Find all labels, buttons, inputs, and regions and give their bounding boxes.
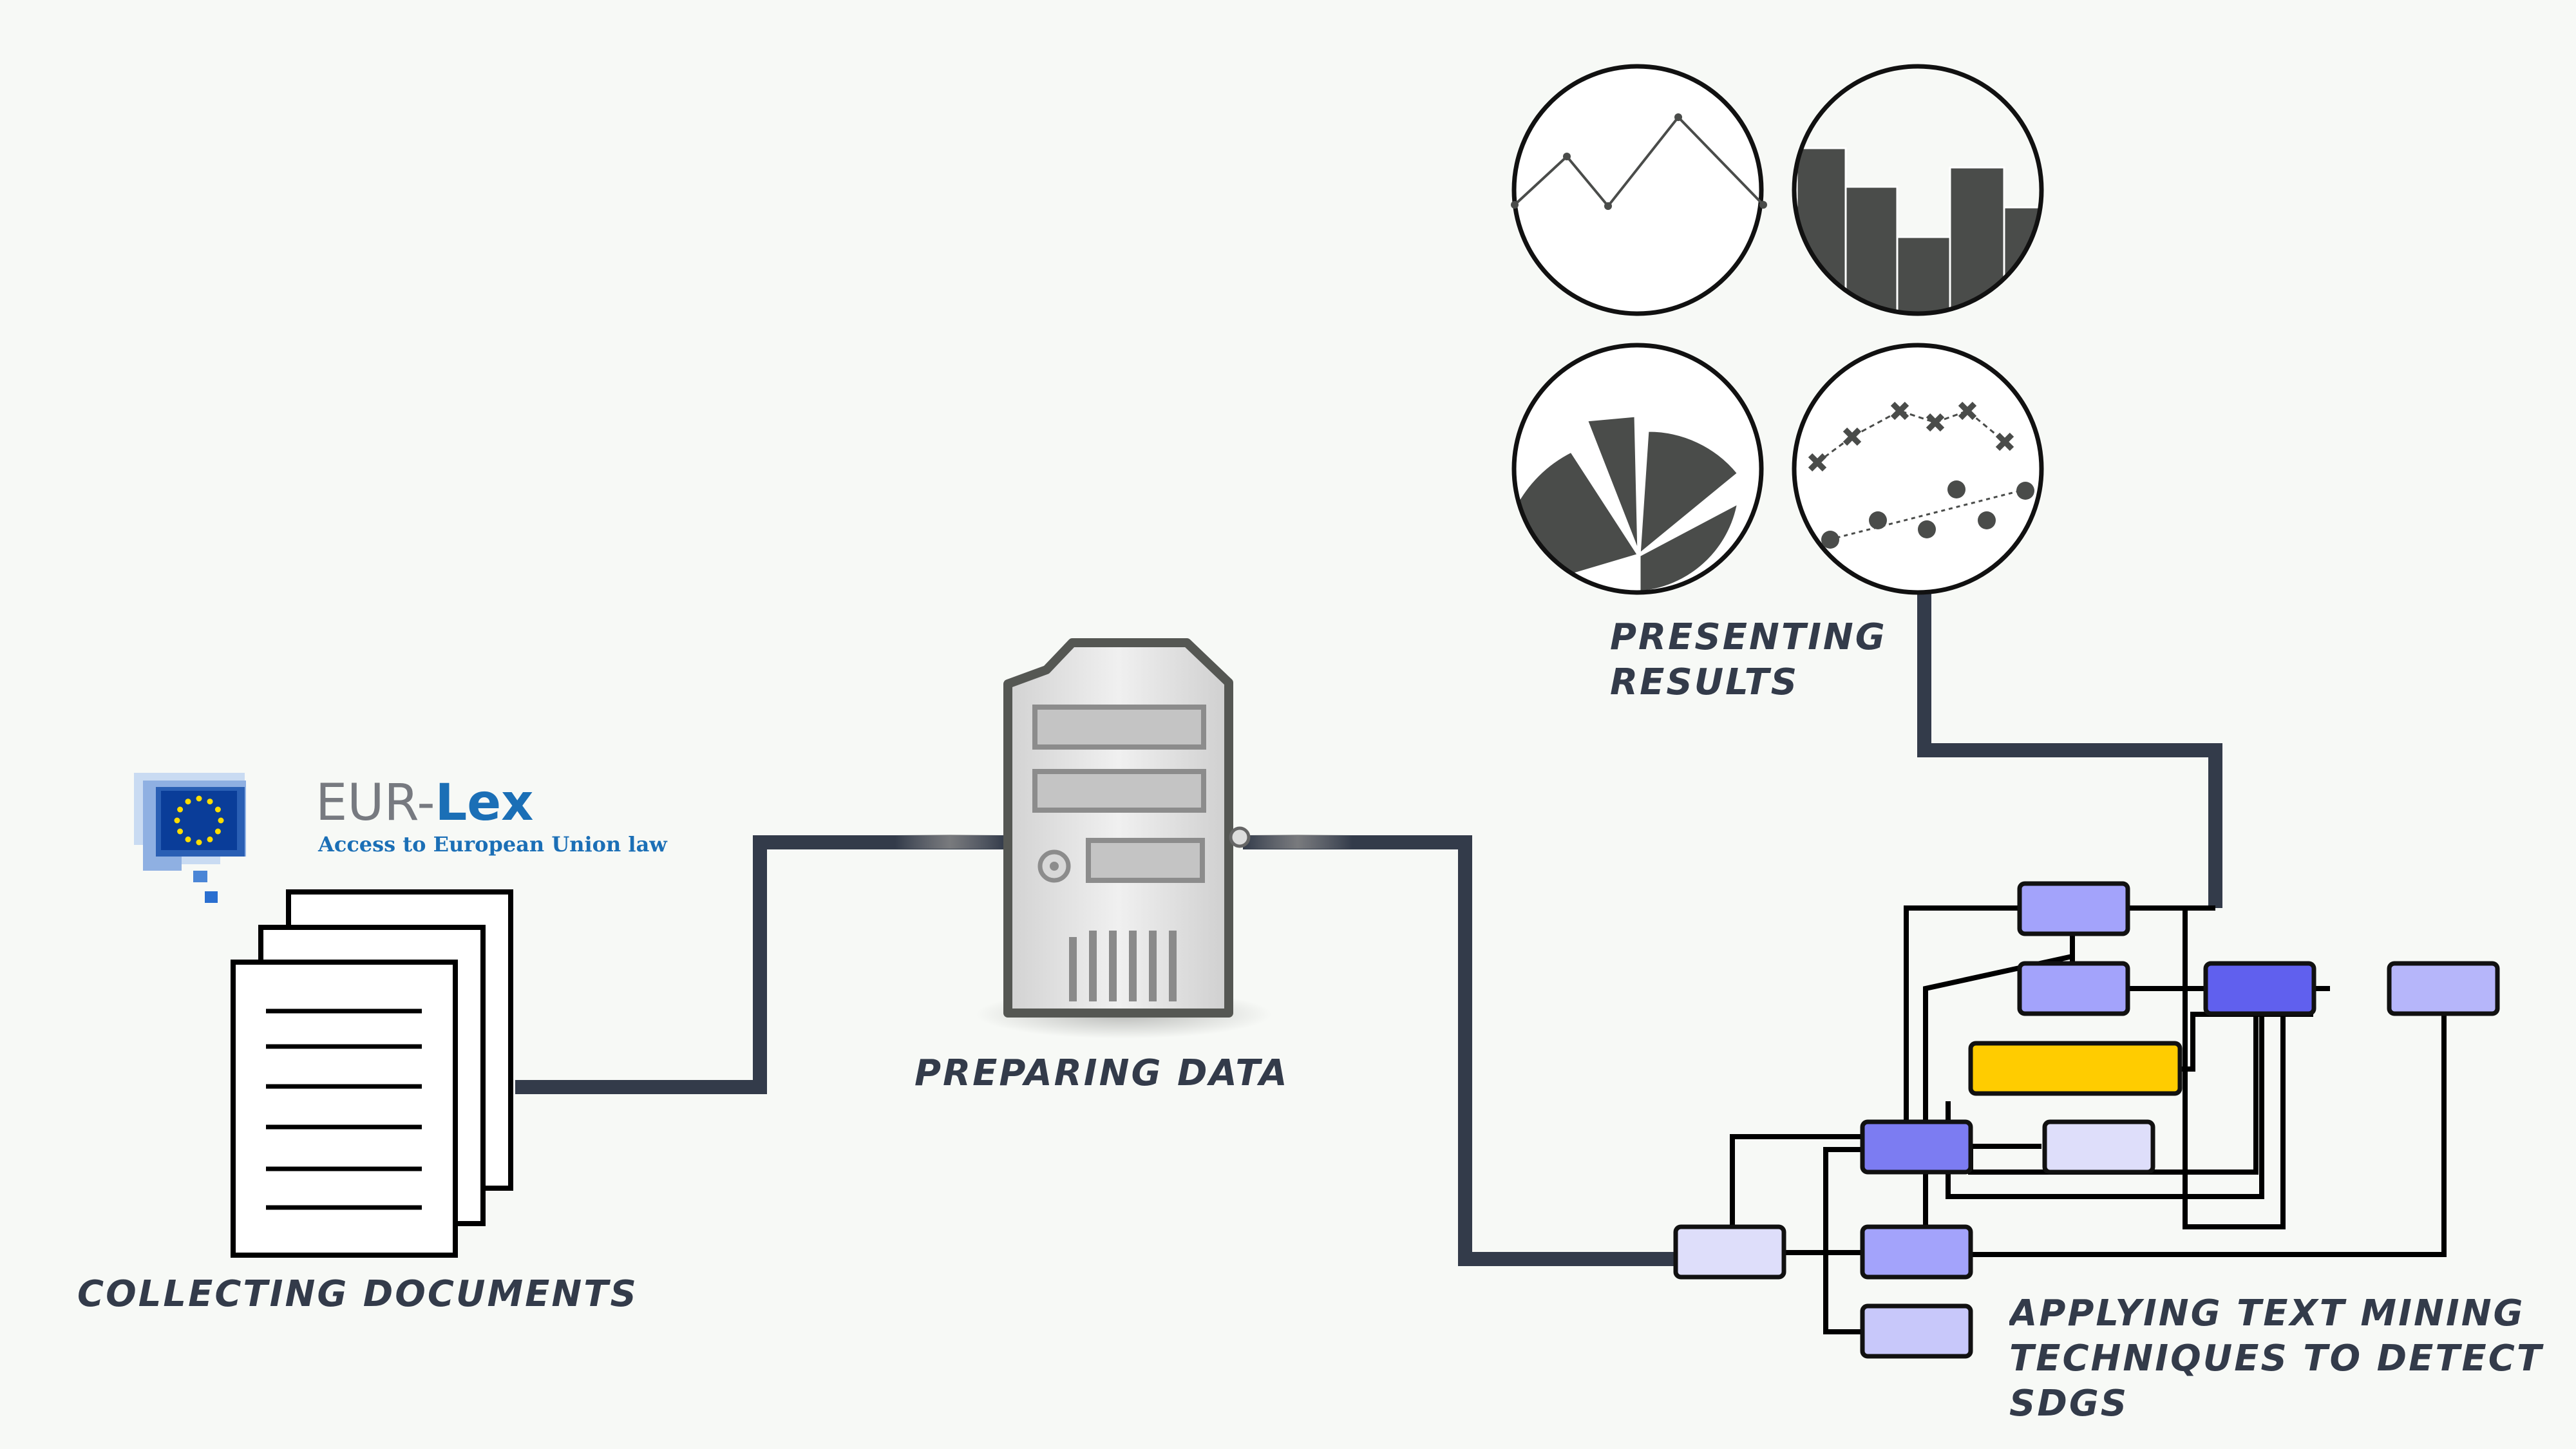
network-node [1860, 1119, 1973, 1175]
stage-label-preparing: PREPARING DATA [914, 1052, 1289, 1094]
network-node [1860, 1224, 1973, 1280]
network-node [2017, 961, 2130, 1016]
eu-star [214, 806, 221, 813]
eu-star [207, 799, 213, 805]
logo-tagline: Access to European Union law [317, 832, 668, 857]
eu-star [218, 817, 224, 824]
eu-flag-icon [134, 773, 246, 903]
stage-label-presenting: PRESENTING RESULTS [1610, 615, 1971, 705]
eu-star [207, 836, 213, 842]
document-text-lines [266, 1009, 422, 1210]
network-node [1673, 1224, 1786, 1280]
eu-star [177, 828, 184, 835]
stage-label-collecting: COLLECTING DOCUMENTS [77, 1273, 638, 1315]
line-chart-icon [1511, 64, 1767, 316]
logo-name-prefix: EUR- [316, 774, 435, 832]
network-node [2042, 1119, 2155, 1175]
eu-star [214, 828, 221, 835]
eu-star [196, 839, 202, 846]
presenting-line-2: RESULTS [1610, 661, 1799, 703]
pipe-server-to-mining [1243, 835, 1687, 1266]
scatter-chart-icon [1792, 343, 2044, 595]
logo-name-suffix: Lex [435, 774, 534, 832]
eu-star [185, 799, 191, 805]
pipe-connectors [515, 592, 2222, 1266]
eur-lex-logo: EUR-Lex Access to European Union law [134, 773, 668, 903]
mining-line-2: TECHNIQUES TO DETECT [2009, 1338, 2544, 1379]
eu-star [174, 817, 180, 824]
presenting-line-1: PRESENTING [1610, 616, 1887, 658]
pipe-documents-to-server [515, 835, 1005, 1094]
eu-star [177, 806, 184, 813]
bar-chart-icon [1792, 64, 2044, 316]
server-icon [895, 638, 1352, 1039]
network-node [1860, 1303, 1973, 1359]
results-charts [1511, 64, 2044, 595]
document-stack-icon [231, 889, 513, 1258]
network-node [2203, 961, 2316, 1016]
network-node [2017, 881, 2130, 936]
polar-chart-icon [1511, 343, 1764, 595]
network-node-highlight [1968, 1041, 2183, 1096]
document-front [231, 960, 458, 1258]
svg-text:EUR-Lex: EUR-Lex [316, 774, 533, 832]
eu-star [185, 836, 191, 842]
mining-line-3: SDGS [2009, 1383, 2129, 1425]
network-nodes [1673, 881, 2500, 1359]
mining-network [1673, 881, 2500, 1359]
network-node [2387, 961, 2500, 1016]
mining-line-1: APPLYING TEXT MINING [2009, 1293, 2525, 1334]
pipe-mining-to-results [1917, 592, 2222, 908]
eu-star [196, 795, 202, 802]
stage-label-mining: APPLYING TEXT MINING TECHNIQUES TO DETEC… [2009, 1291, 2570, 1426]
